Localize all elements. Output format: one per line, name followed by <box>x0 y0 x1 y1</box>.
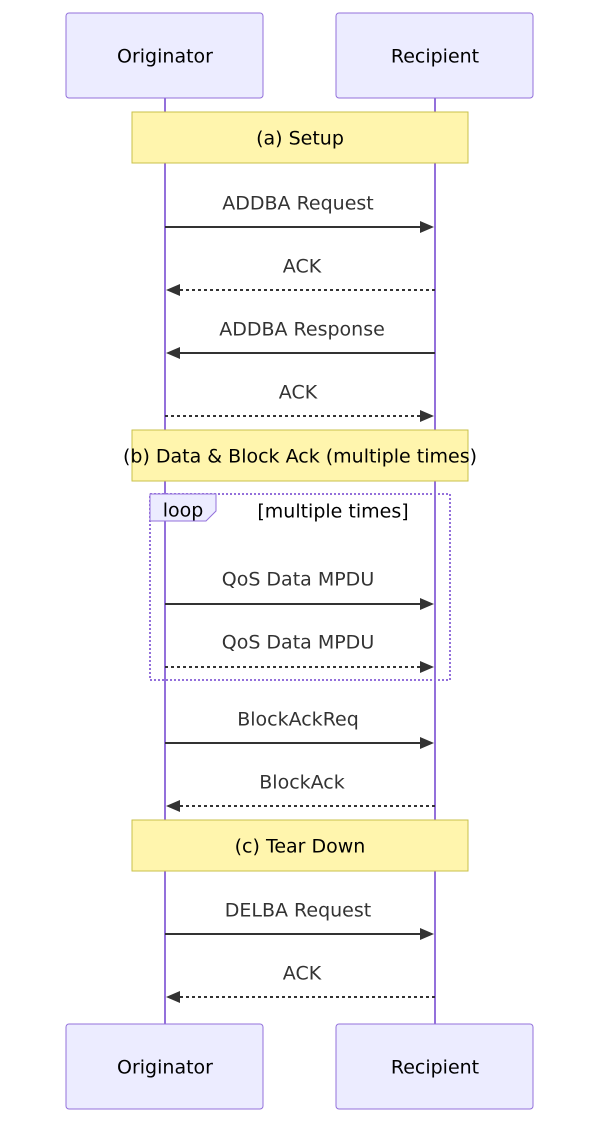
arrowhead-left <box>166 347 180 359</box>
arrowhead-right <box>420 928 434 940</box>
note-label: (b) Data & Block Ack (multiple times) <box>123 446 477 468</box>
message-7: BlockAckReq <box>165 709 434 749</box>
message-label: ADDBA Request <box>222 193 374 215</box>
note-label: (a) Setup <box>256 128 344 150</box>
message-8: BlockAck <box>166 772 435 812</box>
loop-label-box <box>149 493 217 522</box>
actor-label: Originator <box>117 46 213 68</box>
note-data-block-ack: (b) Data & Block Ack (multiple times) <box>123 429 477 482</box>
arrowhead-right <box>420 737 434 749</box>
loop-frame: loop [multiple times] <box>149 493 451 681</box>
message-5: QoS Data MPDU <box>165 569 434 610</box>
loop-condition: [multiple times] <box>257 501 408 523</box>
arrowhead-left <box>166 991 180 1003</box>
message-4: ACK <box>165 382 434 422</box>
message-label: BlockAckReq <box>237 709 359 731</box>
actor-label: Recipient <box>391 46 479 68</box>
actor-recipient-bottom: Recipient <box>335 1023 534 1110</box>
arrowhead-right <box>420 598 434 610</box>
actor-originator-top: Originator <box>65 12 264 99</box>
arrowhead-right <box>420 410 434 422</box>
message-3: ADDBA Response <box>166 319 435 359</box>
message-9: DELBA Request <box>165 900 434 940</box>
message-1: ADDBA Request <box>165 193 434 233</box>
note-label: (c) Tear Down <box>235 836 366 858</box>
note-teardown: (c) Tear Down <box>131 819 469 872</box>
message-label: ACK <box>283 256 322 278</box>
actor-recipient-top: Recipient <box>335 12 534 99</box>
actor-label: Originator <box>117 1057 213 1079</box>
arrowhead-left <box>166 284 180 296</box>
actor-originator-bottom: Originator <box>65 1023 264 1110</box>
message-label: ACK <box>283 963 322 985</box>
note-setup: (a) Setup <box>131 111 469 164</box>
message-label: ACK <box>279 382 318 404</box>
message-label: DELBA Request <box>225 900 371 922</box>
message-label: QoS Data MPDU <box>222 569 374 591</box>
message-label: BlockAck <box>259 772 345 794</box>
message-6: QoS Data MPDU <box>165 632 434 673</box>
arrowhead-right <box>420 221 434 233</box>
message-label: ADDBA Response <box>219 319 385 341</box>
message-10: ACK <box>166 963 435 1003</box>
actor-label: Recipient <box>391 1057 479 1079</box>
loop-keyword: loop <box>163 500 204 522</box>
message-2: ACK <box>166 256 435 296</box>
message-label: QoS Data MPDU <box>222 632 374 654</box>
arrowhead-right <box>420 661 434 673</box>
arrowhead-left <box>166 800 180 812</box>
